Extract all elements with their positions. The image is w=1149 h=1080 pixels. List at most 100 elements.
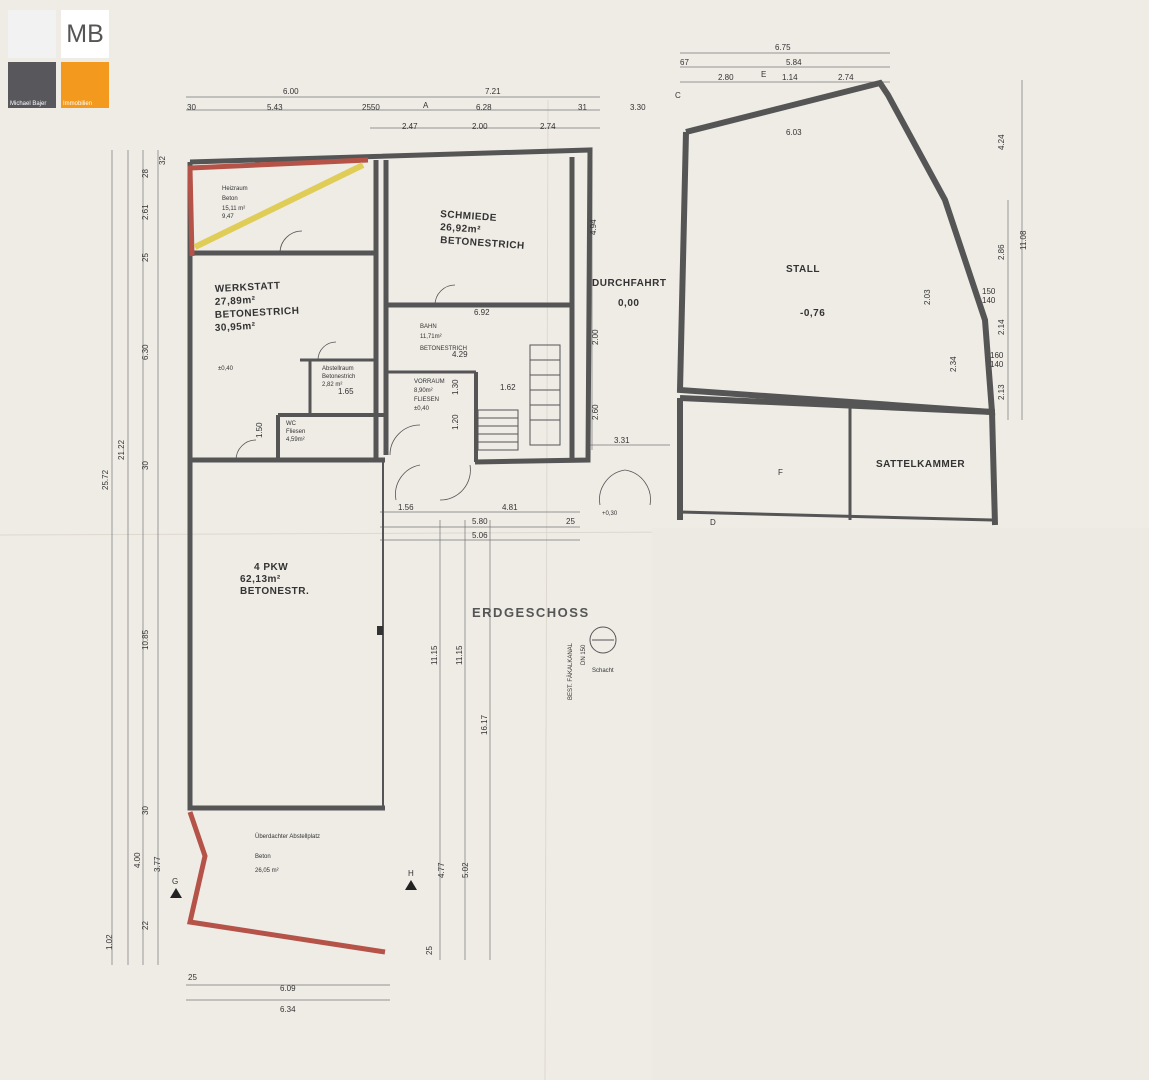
vorraum-area: 8,90m² (414, 388, 433, 394)
drain-annotation: BEST. FÄKALKANAL DN 150 Schacht (567, 642, 614, 700)
axis-letter-d: D (710, 518, 716, 527)
dim-inner: 5.80 (472, 517, 488, 526)
durchfahrt-name: DURCHFAHRT (592, 278, 666, 289)
dim-inner: 1.20 (451, 414, 460, 430)
stall-walls (676, 79, 998, 526)
company-logo: MB Michael Bajer Immobilien (8, 10, 111, 108)
werkstatt-level: ±0,40 (218, 366, 234, 372)
bahn-area: 11,71m² (420, 334, 442, 340)
dim-left: 28 (141, 169, 150, 178)
dim-inner: 2.60 (591, 404, 600, 420)
dim-left: 2.61 (141, 204, 150, 220)
dim-left: 4.00 (133, 852, 142, 868)
heizraum-floor: Beton (222, 196, 238, 202)
dim-top: 6.75 (775, 43, 791, 52)
dim-top: 2.80 (718, 73, 734, 82)
axis-letter-e: E (761, 70, 766, 79)
dim-inner: 25 (425, 946, 434, 955)
dim-right: 2.34 (949, 356, 958, 372)
stall-name: STALL (786, 264, 820, 275)
abstellraum-floor: Betonestrich (322, 374, 355, 380)
dim-inner: 16.17 (480, 714, 489, 735)
dim-bottom: 6.09 (280, 984, 296, 993)
dim-left: 1.02 (105, 934, 114, 950)
dim-top: 2.74 (540, 122, 556, 131)
heizraum-diagonal (193, 162, 365, 250)
logo-initials: MB (61, 10, 109, 58)
dim-inner: 5.02 (461, 862, 470, 878)
dim-inner: 1.30 (451, 379, 460, 395)
heizraum-name: Heizraum (222, 186, 248, 192)
door-swings (235, 230, 651, 506)
dim-inner: 4.81 (502, 503, 518, 512)
dim-top: 31 (578, 103, 587, 112)
axis-letter-a: A (423, 101, 429, 110)
logo-caption-left: Michael Bajer (10, 101, 47, 107)
sattelkammer-name: SATTELKAMMER (876, 459, 965, 470)
dim-right: 140 (990, 360, 1004, 369)
dim-right: 2.86 (997, 244, 1006, 260)
dim-inner: 1.62 (500, 383, 516, 392)
abstellraum-name: Abstellraum (322, 366, 354, 372)
werkstatt-area2: 30,95m² (215, 321, 256, 334)
dim-left: 21.22 (117, 439, 126, 460)
inner-dimensions: 4.94 2.00 2.60 3.31 1.62 1.30 1.20 1.65 … (255, 219, 630, 955)
dim-right: 11.08 (1019, 230, 1028, 250)
dim-inner: 4.77 (437, 862, 446, 878)
werkstatt-area1: 27,89m² (215, 295, 256, 308)
dim-inner: 2.00 (591, 329, 600, 345)
dim-right: 140 (982, 296, 996, 305)
schmiede-name: SCHMIEDE (440, 209, 497, 224)
dim-inner: 1.50 (255, 422, 264, 438)
dim-left: 30 (141, 461, 150, 470)
column-marker (377, 626, 383, 635)
dim-inner: 6.92 (474, 308, 490, 317)
stellplatz-name: Überdachter Abstellplatz (255, 833, 320, 840)
werkstatt-name: WERKSTATT (215, 281, 281, 295)
dim-top: 5.84 (786, 58, 802, 67)
top-dimensions: 6.00 7.21 6.75 30 5.43 2550 6.28 31 3.30… (187, 43, 854, 137)
dim-right: 4.24 (997, 134, 1006, 150)
stellplatz-floor: Beton (255, 854, 271, 860)
dim-bottom: 6.34 (280, 1005, 296, 1014)
dim-inner: 1.56 (398, 503, 414, 512)
dim-top: 67 (680, 58, 689, 67)
schacht-label: Schacht (592, 668, 614, 674)
dim-top: 2.00 (472, 122, 488, 131)
dim-inner: 3.31 (614, 436, 630, 445)
dim-left: 30 (141, 806, 150, 815)
durchfahrt-level: 0,00 (618, 298, 639, 309)
bahn-floor: BETONESTRICH (420, 346, 467, 352)
bottom-dimensions: 25 6.09 6.34 (188, 973, 296, 1014)
dim-top: 1.14 (782, 73, 798, 82)
dim-inner: 1.65 (338, 387, 354, 396)
dim-left: 10.85 (141, 629, 150, 650)
axis-letters: A C E F D G H (172, 70, 783, 886)
dim-left: 25.72 (101, 469, 110, 490)
vorraum-floor: FLIESEN (414, 397, 439, 403)
dim-top: 2.74 (838, 73, 854, 82)
dim-left: 22 (141, 921, 150, 930)
wc-name: WC (286, 421, 297, 427)
logo-tile-light (8, 10, 56, 58)
dim-right: 2.13 (997, 384, 1006, 400)
section-letter-h: H (408, 869, 414, 878)
highlight-outline (186, 157, 386, 955)
vorraum-name: VORRAUM (414, 379, 445, 385)
plan-title: ERDGESCHOSS (472, 605, 590, 620)
dim-left: 25 (141, 253, 150, 262)
stall-level: -0,76 (800, 308, 825, 319)
dim-inner: 4.29 (452, 350, 468, 359)
schmiede-floor: BETONESTRICH (440, 235, 525, 252)
wc-area: 4,59m² (286, 437, 305, 443)
dim-right: 160 (990, 351, 1004, 360)
schmiede-area: 26,92m² (440, 222, 482, 236)
dim-top: 3.30 (630, 103, 646, 112)
logo-tile-orange: Immobilien (61, 62, 109, 108)
dim-inner: 5.06 (472, 531, 488, 540)
vorraum-level: ±0,40 (414, 406, 430, 412)
walls (187, 147, 593, 811)
dn-label: DN 150 (581, 644, 587, 665)
left-dimensions: 25.72 21.22 32 28 2.61 25 6.30 30 10.85 … (101, 156, 167, 950)
